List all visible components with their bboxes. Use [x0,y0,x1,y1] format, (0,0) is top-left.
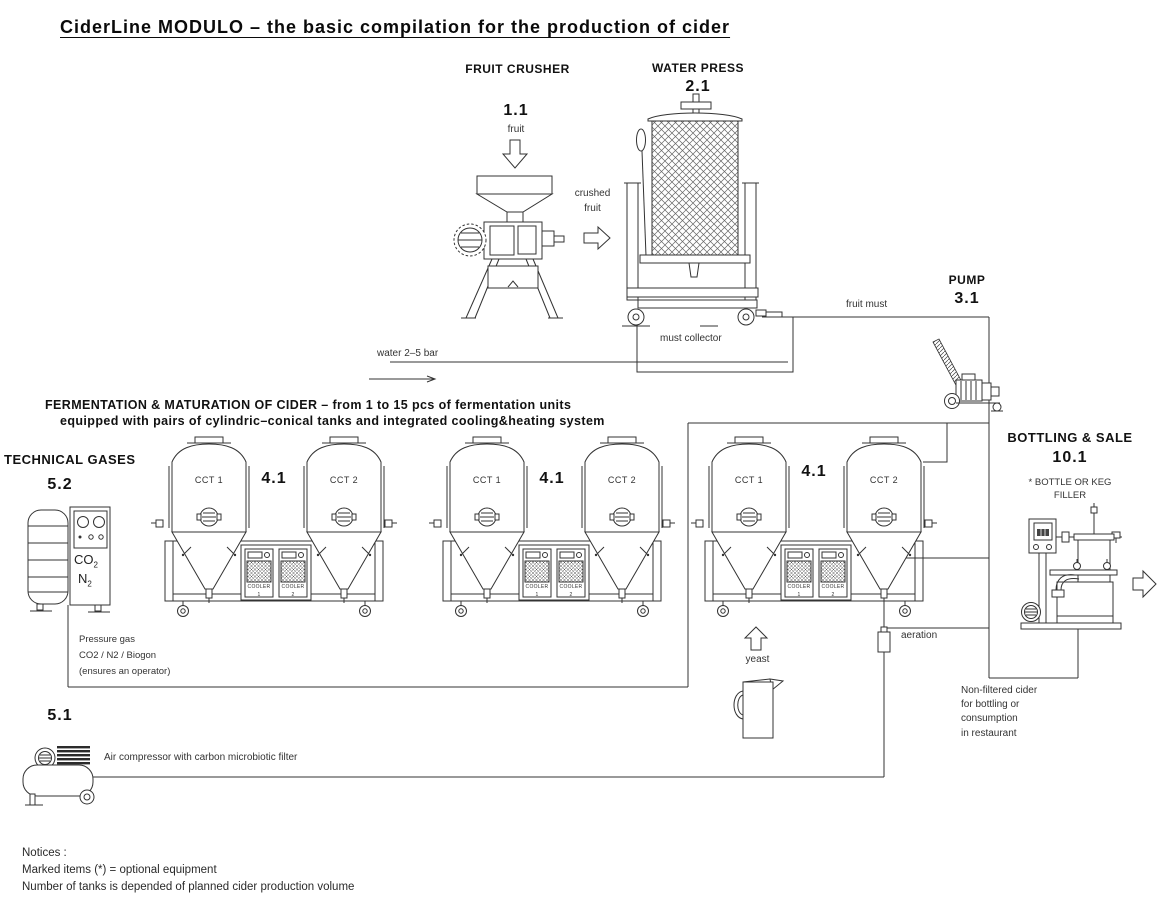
yeast-label: yeast [745,654,770,665]
nonfiltered-note-l4: in restaurant [961,728,1017,739]
crushed-fruit-label-l2: fruit [584,203,601,214]
water-press-number: 2.1 [685,78,711,95]
unit3-tank2-label: CCT 2 [869,475,899,485]
pump-number: 3.1 [954,290,980,307]
aeration-filter-drawing [877,626,891,653]
fermentation-unit-2-drawing [429,436,675,617]
unit2-cooler2-label: COOLER [559,584,583,590]
bottling-heading: BOTTLING & SALE [1007,430,1133,445]
unit2-tank1-label: CCT 1 [472,475,502,485]
unit3-cooler2-label: COOLER [821,584,845,590]
nonfiltered-note-l3: consumption [961,713,1018,724]
gas-n2-label: N2 [78,572,92,589]
water-press-drawing [622,93,783,327]
technical-gases-heading: TECHNICAL GASES [4,452,136,467]
pressure-gas-note-l1: Pressure gas [79,634,135,645]
crushed-fruit-right-arrow-icon [583,225,611,251]
fruit-down-arrow-icon [501,139,529,169]
unit2-cooler1-label: COOLER [525,584,549,590]
gas-n2-sub: 2 [87,579,92,589]
fermentation-heading-l2: equipped with pairs of cylindric–conical… [60,414,605,428]
aeration-label: aeration [901,630,938,641]
gas-co2-sub: 2 [93,560,98,570]
technical-gases-drawing [27,506,111,613]
unit2-tank2-label: CCT 2 [607,475,637,485]
pressure-gas-note-l3: (ensures an operator) [79,666,171,677]
pressure-gas-note-l2: CO2 / N2 / Biogon [79,650,157,661]
bottling-number: 10.1 [1052,449,1088,466]
fermentation-heading-l1: FERMENTATION & MATURATION OF CIDER – fro… [45,398,572,412]
fruit-must-label: fruit must [846,299,888,310]
fermentation-unit-3-drawing [691,436,937,617]
unit1-cooler2-no: 2 [291,592,295,598]
pump-drawing [932,338,1003,412]
unit3-cooler1-label: COOLER [787,584,811,590]
yeast-up-arrow-icon [743,626,769,651]
unit1-cooler1-no: 1 [257,592,261,598]
air-compressor-label: Air compressor with carbon microbiotic f… [104,752,298,763]
unit1-cooler1-label: COOLER [247,584,271,590]
notices-l2: Marked items (*) = optional equipment [22,864,217,876]
fermentation-unit-1-drawing [151,436,397,617]
unit1-cooler2-label: COOLER [281,584,305,590]
must-collector-box [636,317,794,373]
filler-display-icon [1037,529,1049,536]
unit1-tank2-label: CCT 2 [329,475,359,485]
fruit-input-label: fruit [507,124,525,135]
gas-gauge-icon [93,516,105,528]
fruit-crusher-heading: FRUIT CRUSHER [465,62,570,76]
must-collector-label: must collector [660,333,722,344]
technical-gases-number: 5.2 [47,476,73,493]
gas-co2-text: CO [74,552,94,567]
nonfiltered-note-l2: for bottling or [961,699,1020,710]
fruit-crusher-drawing [453,139,611,319]
unit3-cooler1-no: 1 [797,592,801,598]
unit3-number: 4.1 [801,463,827,480]
notices-l1: Notices : [22,847,67,859]
fruit-crusher-number: 1.1 [503,102,529,119]
unit1-tank1-label: CCT 1 [194,475,224,485]
unit2-cooler1-no: 1 [535,592,539,598]
notices-l3: Number of tanks is depended of planned c… [22,881,355,893]
air-compressor-number: 5.1 [47,707,73,724]
unit3-cooler2-no: 2 [831,592,835,598]
unit1-number: 4.1 [261,470,287,487]
gas-n2-text: N [78,571,88,586]
air-compressor-drawing [22,746,95,806]
water-line-label: water 2–5 bar [377,348,439,359]
output-right-arrow-icon [1132,569,1157,599]
nonfiltered-note-l1: Non-filtered cider [961,685,1038,696]
bottling-subtitle-l2: FILLER [1053,490,1087,501]
pump-heading: PUMP [948,273,986,287]
water-press-heading: WATER PRESS [652,61,744,75]
unit2-cooler2-no: 2 [569,592,573,598]
unit3-tank1-label: CCT 1 [734,475,764,485]
gas-co2-label: CO2 [74,553,98,570]
page-title: CiderLine MODULO – the basic compilation… [60,17,731,37]
yeast-jug-drawing [733,626,785,739]
gas-gauge-icon [77,516,89,528]
unit2-number: 4.1 [539,470,565,487]
bottle-keg-filler-drawing [1020,503,1157,630]
crushed-fruit-label-l1: crushed [574,188,611,199]
bottling-subtitle-l1: * BOTTLE OR KEG [1028,477,1112,488]
